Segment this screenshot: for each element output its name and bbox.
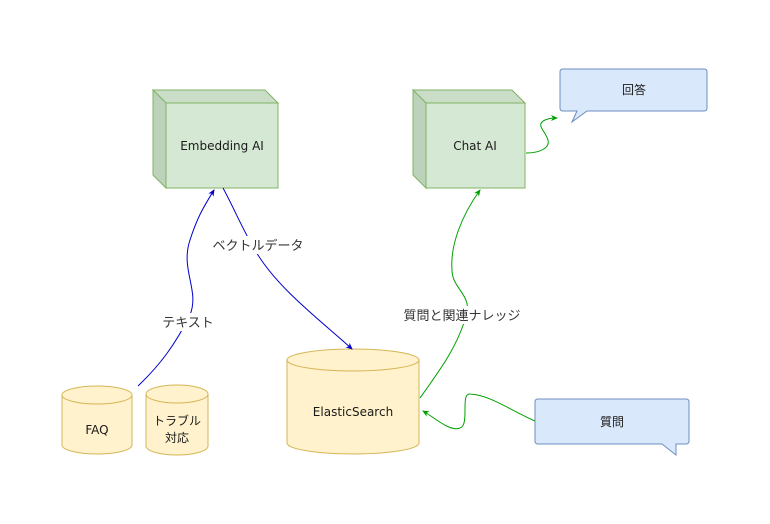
edge-knowledge[interactable]	[419, 189, 481, 399]
question-label: 質問	[600, 414, 624, 429]
edge-vector-label-bg	[207, 236, 309, 254]
edge-knowledge-label-bg	[397, 306, 527, 324]
edge-vector-label: ベクトルデータ	[212, 238, 303, 254]
elasticsearch-database[interactable]: ElasticSearch	[286, 348, 420, 455]
edge-vector[interactable]	[222, 187, 353, 350]
trouble-label-line1: トラブル	[153, 413, 201, 428]
edge-text[interactable]	[137, 189, 215, 387]
chat-ai-node[interactable]: Chat AI	[411, 88, 527, 190]
answer-label: 回答	[622, 82, 646, 97]
faq-database[interactable]: FAQ	[61, 385, 133, 455]
edge-question-to-es[interactable]	[422, 393, 536, 430]
embedding-ai-label: Embedding AI	[180, 139, 264, 153]
trouble-database[interactable]: トラブル 対応	[145, 384, 209, 456]
elasticsearch-label: ElasticSearch	[313, 405, 393, 419]
edge-text-label: テキスト	[162, 316, 214, 331]
edge-knowledge-label: 質問と関連ナレッジ	[403, 309, 520, 324]
edge-text-label-bg	[158, 313, 218, 331]
embedding-ai-node[interactable]: Embedding AI	[151, 88, 280, 190]
answer-callout[interactable]: 回答	[559, 68, 708, 124]
trouble-label-line2: 対応	[165, 431, 189, 445]
chat-ai-label: Chat AI	[453, 139, 497, 153]
edge-chat-to-answer[interactable]	[525, 115, 558, 154]
question-callout[interactable]: 質問	[534, 398, 690, 457]
faq-label: FAQ	[85, 423, 108, 437]
